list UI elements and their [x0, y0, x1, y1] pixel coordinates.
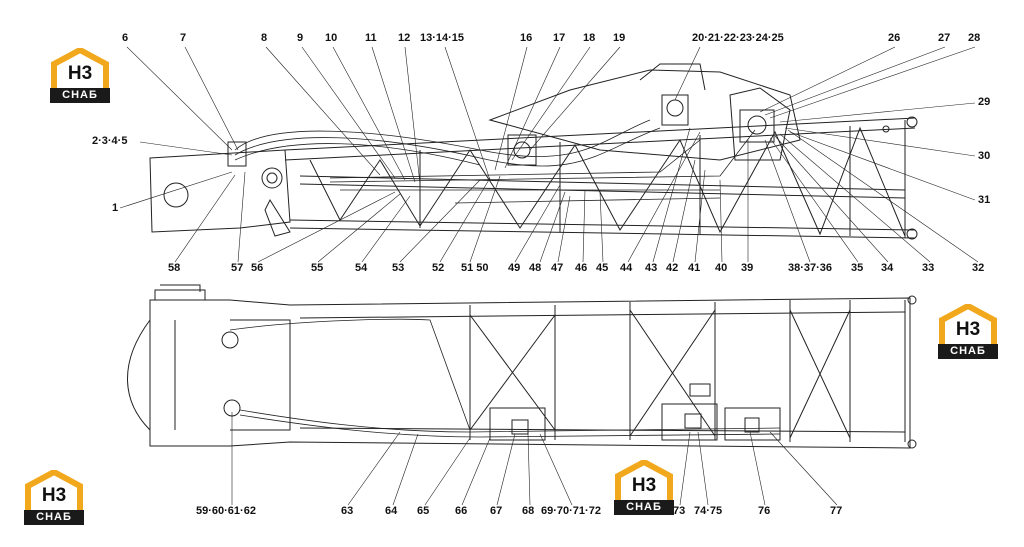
- logo-subtitle: CHAБ: [24, 510, 84, 525]
- callout-20-25: 20·21·22·23·24·25: [692, 32, 784, 44]
- callout-42: 42: [666, 262, 679, 274]
- callout-59-62: 59·60·61·62: [196, 505, 256, 517]
- callout-2-5: 2·3·4·5: [92, 135, 128, 147]
- callout-67: 67: [490, 505, 503, 517]
- logo-mark: H3: [955, 319, 981, 340]
- callout-31: 31: [978, 194, 991, 206]
- callout-73: 73: [673, 505, 686, 517]
- callout-49: 49: [508, 262, 521, 274]
- callout-53: 53: [392, 262, 405, 274]
- callout-48: 48: [529, 262, 542, 274]
- callout-35: 35: [851, 262, 864, 274]
- callout-33: 33: [922, 262, 935, 274]
- callout-54: 54: [355, 262, 368, 274]
- callout-18: 18: [583, 32, 596, 44]
- brand-logo: H3 CHAБ: [22, 470, 86, 528]
- callout-46: 46: [575, 262, 588, 274]
- callout-9: 9: [297, 32, 304, 44]
- callout-39: 39: [741, 262, 754, 274]
- callout-41: 41: [688, 262, 701, 274]
- callout-43: 43: [645, 262, 658, 274]
- callout-68: 68: [522, 505, 535, 517]
- callout-29: 29: [978, 96, 991, 108]
- callout-52: 52: [432, 262, 445, 274]
- logo-mark: H3: [41, 485, 67, 506]
- callout-69-72: 69·70·71·72: [541, 505, 601, 517]
- callout-10: 10: [325, 32, 338, 44]
- callout-40: 40: [715, 262, 728, 274]
- logo-mark: H3: [67, 63, 93, 84]
- callout-19: 19: [613, 32, 626, 44]
- house-logo-icon: [25, 470, 83, 512]
- callout-51-50: 51 50: [461, 262, 489, 274]
- callout-16: 16: [520, 32, 533, 44]
- logo-subtitle: CHAБ: [50, 88, 110, 103]
- callout-47: 47: [551, 262, 564, 274]
- callout-30: 30: [978, 150, 991, 162]
- callout-1: 1: [112, 202, 119, 214]
- callout-12: 12: [398, 32, 411, 44]
- house-logo-icon: [51, 48, 109, 90]
- callout-76: 76: [758, 505, 771, 517]
- house-logo-icon: [615, 460, 673, 502]
- leader-lines-top: [119, 46, 976, 209]
- callout-55: 55: [311, 262, 324, 274]
- callout-45: 45: [596, 262, 609, 274]
- logo-subtitle: CHAБ: [938, 344, 998, 359]
- brand-logo: H3 CHAБ: [936, 304, 1000, 362]
- callout-32: 32: [972, 262, 985, 274]
- callout-27: 27: [938, 32, 951, 44]
- logo-mark: H3: [631, 475, 657, 496]
- callout-44: 44: [620, 262, 633, 274]
- logo-subtitle: CHAБ: [614, 500, 674, 515]
- callout-38-36: 38·37·36: [788, 262, 833, 274]
- callout-56: 56: [251, 262, 264, 274]
- callout-17: 17: [553, 32, 566, 44]
- house-logo-icon: [939, 304, 997, 346]
- callout-6: 6: [122, 32, 129, 44]
- callout-64: 64: [385, 505, 398, 517]
- callout-34: 34: [881, 262, 894, 274]
- callout-77: 77: [830, 505, 843, 517]
- brand-logo: H3 CHAБ: [48, 48, 112, 106]
- callout-11: 11: [365, 32, 377, 44]
- leader-lines-bottom: [231, 412, 838, 506]
- callout-63: 63: [341, 505, 354, 517]
- leader-lines-mid: [174, 127, 979, 263]
- callout-8: 8: [261, 32, 268, 44]
- callout-7: 7: [180, 32, 187, 44]
- callout-74-75: 74·75: [694, 505, 723, 517]
- callout-57: 57: [231, 262, 244, 274]
- side-view-frame: [149, 63, 918, 240]
- callout-28: 28: [968, 32, 981, 44]
- callout-26: 26: [888, 32, 901, 44]
- brand-logo: H3 CHAБ: [612, 460, 676, 518]
- callout-13-15: 13·14·15: [420, 32, 465, 44]
- callout-58: 58: [168, 262, 181, 274]
- plan-view-frame: [127, 284, 917, 449]
- callout-65: 65: [417, 505, 430, 517]
- callout-66: 66: [455, 505, 468, 517]
